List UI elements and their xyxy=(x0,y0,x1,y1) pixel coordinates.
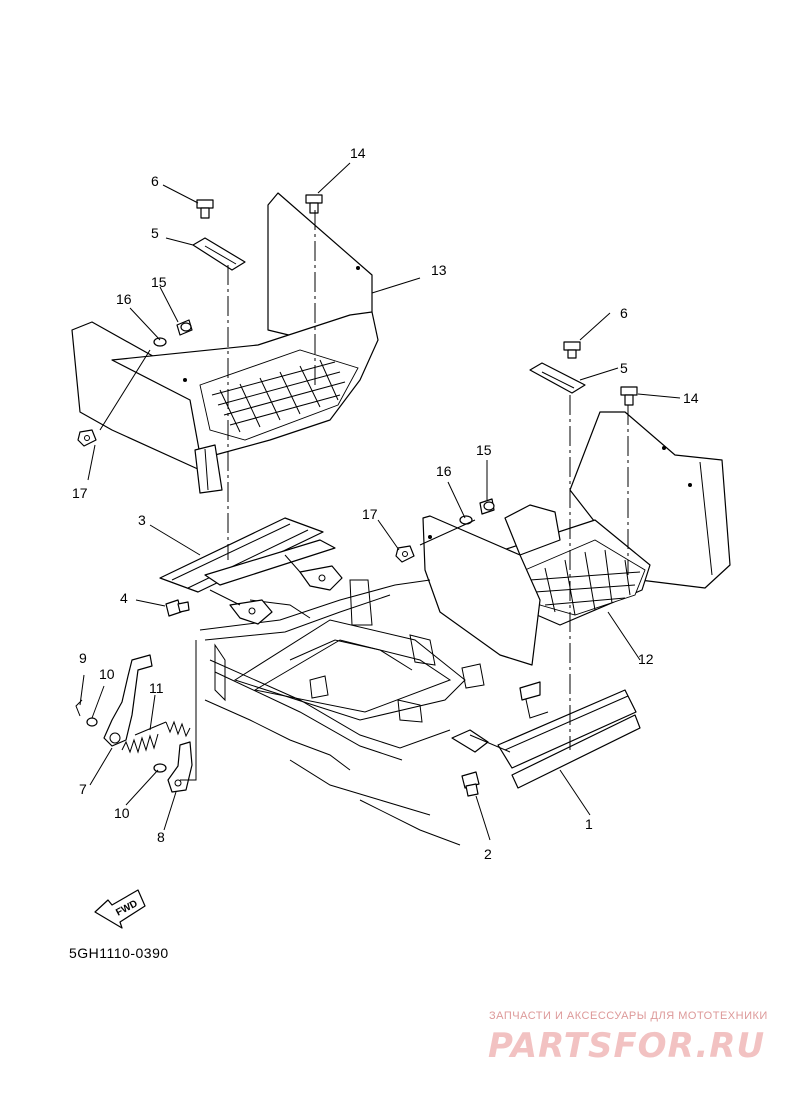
label-15-right: 15 xyxy=(476,442,492,458)
bolt-14-right xyxy=(620,386,638,406)
label-6-left: 6 xyxy=(151,173,159,189)
forward-arrow-icon: FWD xyxy=(94,889,146,929)
bracket-3 xyxy=(159,517,343,625)
washer-16-right xyxy=(459,515,473,525)
label-15-left: 15 xyxy=(151,274,167,290)
frame xyxy=(199,579,485,846)
left-footrest-13 xyxy=(71,192,379,494)
label-2: 2 xyxy=(484,846,492,862)
bolt-6-right xyxy=(563,341,581,359)
label-12: 12 xyxy=(638,651,654,667)
label-8: 8 xyxy=(157,829,165,845)
nut-5-left xyxy=(192,237,246,271)
label-6-right: 6 xyxy=(620,305,628,321)
label-4: 4 xyxy=(120,590,128,606)
label-3: 3 xyxy=(138,512,146,528)
washer-16-left xyxy=(153,337,167,347)
bolt-2 xyxy=(461,771,480,797)
label-5-left: 5 xyxy=(151,225,159,241)
bolt-4 xyxy=(165,599,190,617)
diagram-code: 5GH1110-0390 xyxy=(69,945,169,961)
label-17-right: 17 xyxy=(362,506,378,522)
label-10-bottom: 10 xyxy=(114,805,130,821)
bolt-14-left xyxy=(305,194,323,214)
nut-5-right xyxy=(529,362,586,394)
nut-17-right xyxy=(395,545,415,563)
label-14-left: 14 xyxy=(350,145,366,161)
bolt-15-right xyxy=(479,498,495,515)
label-11: 11 xyxy=(149,680,164,696)
bolt-15-left xyxy=(176,319,193,336)
label-9: 9 xyxy=(79,650,87,666)
bolt-6-left xyxy=(196,199,214,219)
label-16-right: 16 xyxy=(436,463,452,479)
label-13: 13 xyxy=(431,262,447,278)
label-14-right: 14 xyxy=(683,390,699,406)
nut-17-left xyxy=(77,429,97,447)
label-16-left: 16 xyxy=(116,291,132,307)
label-5-right: 5 xyxy=(620,360,628,376)
label-17-left: 17 xyxy=(72,485,88,501)
right-footrest-12 xyxy=(422,411,731,666)
label-10-top: 10 xyxy=(99,666,115,682)
bracket-1 xyxy=(451,681,641,789)
label-7: 7 xyxy=(79,781,87,797)
label-1: 1 xyxy=(585,816,593,832)
leader-lines xyxy=(79,162,681,841)
watermark-logo: PARTSFOR.RU xyxy=(488,1026,766,1066)
watermark-tagline: ЗАПЧАСТИ И АКСЕССУАРЫ ДЛЯ МОТОТЕХНИКИ xyxy=(489,1010,768,1022)
pedal-assembly xyxy=(75,654,193,793)
